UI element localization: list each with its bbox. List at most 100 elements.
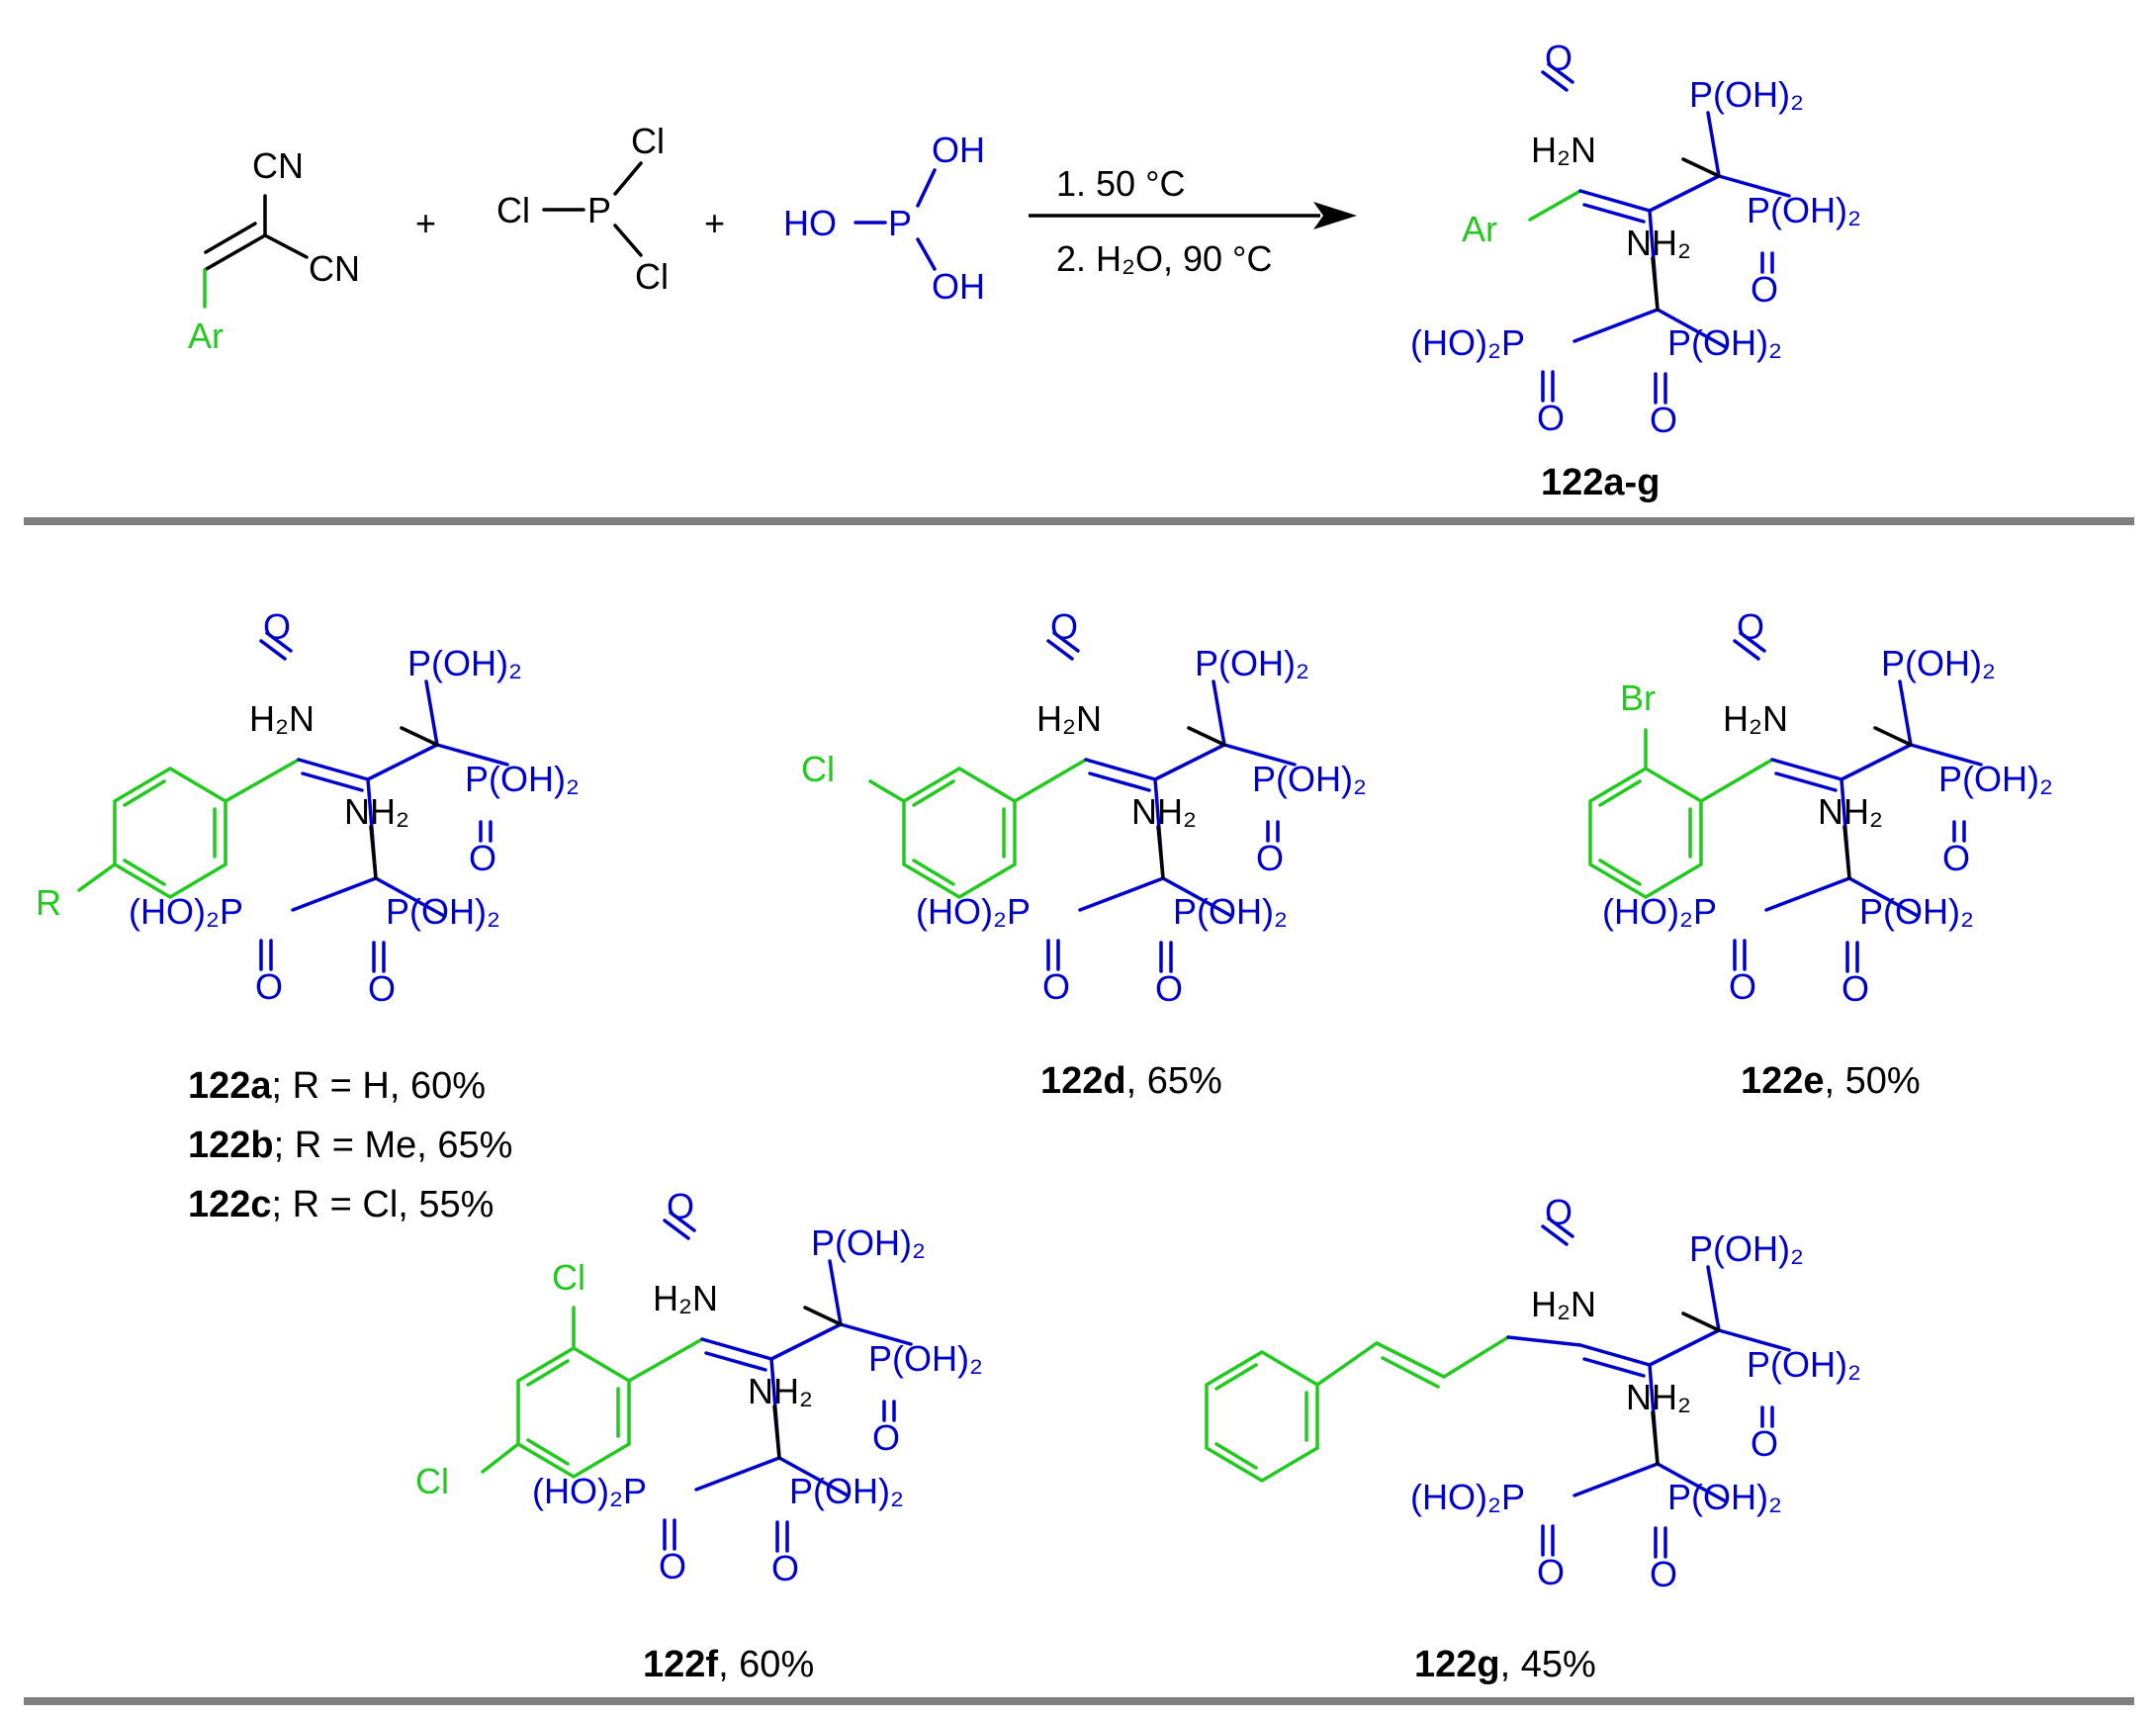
- compound-122g: O P(OH)₂ H₂N P(OH)₂ O NH₂ (HO)₂P O P(OH)…: [1205, 1192, 1861, 1685]
- svg-text:(HO)₂P: (HO)₂P: [1602, 891, 1717, 932]
- svg-text:P(OH)₂: P(OH)₂: [465, 759, 580, 799]
- chlorine-label: Cl: [801, 749, 835, 789]
- svg-text:O: O: [1042, 966, 1070, 1007]
- core-labels: O P(OH)₂ H₂N P(OH)₂ O NH₂ (HO)₂P O P(OH)…: [916, 606, 1367, 1009]
- svg-text:O: O: [1737, 606, 1764, 647]
- svg-text:(HO)₂P: (HO)₂P: [1410, 1477, 1525, 1517]
- reactant-phosphorus-trichloride: P Cl Cl Cl: [496, 121, 669, 297]
- svg-text:NH₂: NH₂: [344, 791, 409, 832]
- svg-text:O: O: [1155, 968, 1183, 1009]
- svg-text:P(OH)₂: P(OH)₂: [1252, 759, 1367, 799]
- chlorine-label: Cl: [631, 121, 665, 161]
- svg-text:O: O: [255, 966, 283, 1007]
- product-label: 122a-g: [1541, 462, 1660, 503]
- plus-sign: +: [704, 203, 725, 243]
- svg-text:H₂N: H₂N: [1036, 698, 1102, 739]
- compound-122a-c: R O P(OH)₂ H₂N P(OH)₂ O NH₂ (HO)₂P O P(O…: [36, 606, 580, 1225]
- svg-text:P(OH)₂: P(OH)₂: [1195, 643, 1309, 683]
- svg-text:H₂N: H₂N: [249, 698, 314, 739]
- chlorine-label: Cl: [635, 256, 669, 297]
- compound-caption: 122g, 45%: [1414, 1644, 1596, 1685]
- hydroxyl-label: OH: [932, 266, 985, 307]
- svg-text:O: O: [667, 1186, 694, 1226]
- svg-text:NH₂: NH₂: [1626, 1377, 1691, 1417]
- svg-text:(HO)₂P: (HO)₂P: [129, 891, 243, 932]
- condition-step-2: 2. H₂O, 90 °C: [1056, 238, 1272, 279]
- core-labels: O P(OH)₂ H₂N P(OH)₂ O NH₂ (HO)₂P O P(OH)…: [1410, 1192, 1861, 1594]
- cn-group-label: CN: [309, 248, 360, 289]
- svg-text:NH₂: NH₂: [748, 1371, 813, 1411]
- svg-text:P(OH)₂: P(OH)₂: [1689, 1228, 1804, 1269]
- bromine-label: Br: [1620, 678, 1656, 718]
- compound-caption: 122a; R = H, 60%: [188, 1065, 486, 1107]
- hydroxyl-label: OH: [932, 130, 985, 170]
- compound-caption: 122d, 65%: [1040, 1060, 1222, 1102]
- svg-text:O: O: [368, 968, 396, 1009]
- hydroxyl-label: HO: [783, 203, 837, 243]
- svg-text:P(OH)₂: P(OH)₂: [407, 643, 522, 683]
- chlorine-label: Cl: [496, 190, 530, 230]
- svg-text:O: O: [1729, 966, 1756, 1007]
- compound-122d: Cl O P(OH)₂ H₂N P(OH)₂ O NH₂ (HO)₂P O P(…: [801, 606, 1367, 1102]
- svg-text:P(OH)₂: P(OH)₂: [789, 1471, 904, 1511]
- svg-text:P(OH)₂: P(OH)₂: [1667, 322, 1782, 363]
- svg-text:O: O: [771, 1548, 799, 1588]
- svg-text:P(OH)₂: P(OH)₂: [1173, 891, 1288, 932]
- svg-text:P(OH)₂: P(OH)₂: [1689, 74, 1804, 115]
- svg-text:O: O: [1545, 1192, 1572, 1232]
- svg-text:O: O: [659, 1546, 686, 1586]
- svg-text:P(OH)₂: P(OH)₂: [868, 1338, 983, 1379]
- svg-text:P(OH)₂: P(OH)₂: [1938, 759, 2053, 799]
- svg-text:O: O: [1842, 968, 1869, 1009]
- svg-text:P(OH)₂: P(OH)₂: [1881, 643, 1996, 683]
- plus-sign: +: [415, 203, 436, 243]
- reactant-phosphorous-acid: P OH HO OH: [783, 130, 985, 307]
- chlorine-label: Cl: [415, 1461, 449, 1501]
- product-core-labels: O P(OH)₂ H₂N P(OH)₂ O NH₂ (HO)₂P O P(OH)…: [1410, 38, 1861, 440]
- svg-text:O: O: [1650, 400, 1677, 440]
- svg-text:O: O: [1537, 398, 1565, 438]
- compound-122f: Cl Cl O P(OH)₂ H₂N P(OH)₂ O NH₂ (HO)₂P O…: [415, 1186, 983, 1685]
- core-labels: O P(OH)₂ H₂N P(OH)₂ O NH₂ (HO)₂P O P(OH)…: [1602, 606, 2053, 1009]
- svg-text:NH₂: NH₂: [1818, 791, 1883, 832]
- core-labels: O P(OH)₂ H₂N P(OH)₂ O NH₂ (HO)₂P O P(OH)…: [532, 1186, 983, 1588]
- svg-text:O: O: [872, 1417, 900, 1458]
- svg-text:O: O: [1537, 1552, 1565, 1592]
- svg-text:O: O: [1256, 838, 1284, 878]
- svg-text:H₂N: H₂N: [1723, 698, 1788, 739]
- compound-caption: 122e, 50%: [1741, 1060, 1921, 1102]
- core-labels: O P(OH)₂ H₂N P(OH)₂ O NH₂ (HO)₂P O P(OH)…: [129, 606, 580, 1009]
- svg-text:P(OH)₂: P(OH)₂: [386, 891, 500, 932]
- svg-text:O: O: [1751, 269, 1778, 310]
- compound-122e: Br O P(OH)₂ H₂N P(OH)₂ O NH₂ (HO)₂P O P(…: [1588, 606, 2053, 1102]
- svg-text:O: O: [1942, 838, 1970, 878]
- aryl-label: Ar: [188, 316, 224, 356]
- r-group-label: R: [36, 882, 61, 923]
- svg-text:O: O: [1050, 606, 1078, 647]
- svg-text:O: O: [263, 606, 291, 647]
- svg-text:(HO)₂P: (HO)₂P: [916, 891, 1031, 932]
- svg-text:P(OH)₂: P(OH)₂: [1859, 891, 1974, 932]
- svg-text:O: O: [1650, 1554, 1677, 1594]
- svg-text:H₂N: H₂N: [653, 1278, 718, 1318]
- aryl-label: Ar: [1462, 209, 1497, 249]
- svg-text:H₂N: H₂N: [1531, 130, 1596, 170]
- svg-text:O: O: [1545, 38, 1572, 78]
- svg-text:P(OH)₂: P(OH)₂: [1747, 1344, 1861, 1385]
- compound-caption: 122b; R = Me, 65%: [188, 1125, 512, 1166]
- compound-caption: 122f, 60%: [643, 1644, 814, 1685]
- chlorine-label: Cl: [552, 1257, 585, 1298]
- reaction-arrow: 1. 50 °C 2. H₂O, 90 °C: [1029, 163, 1357, 279]
- svg-text:NH₂: NH₂: [1626, 223, 1691, 263]
- phosphorus-atom: P: [587, 190, 611, 230]
- product-structure: Ar O P(OH)₂ H₂N P(OH)₂ O NH₂ (HO)₂P O P(…: [1410, 38, 1861, 503]
- svg-text:P(OH)₂: P(OH)₂: [1667, 1477, 1782, 1517]
- svg-text:H₂N: H₂N: [1531, 1284, 1596, 1324]
- svg-text:(HO)₂P: (HO)₂P: [532, 1471, 647, 1511]
- svg-text:(HO)₂P: (HO)₂P: [1410, 322, 1525, 363]
- svg-text:P(OH)₂: P(OH)₂: [811, 1222, 926, 1263]
- svg-text:O: O: [1751, 1423, 1778, 1464]
- svg-text:NH₂: NH₂: [1131, 791, 1197, 832]
- reactant-malononitrile: CN CN Ar: [188, 145, 360, 356]
- cn-group-label: CN: [252, 145, 304, 186]
